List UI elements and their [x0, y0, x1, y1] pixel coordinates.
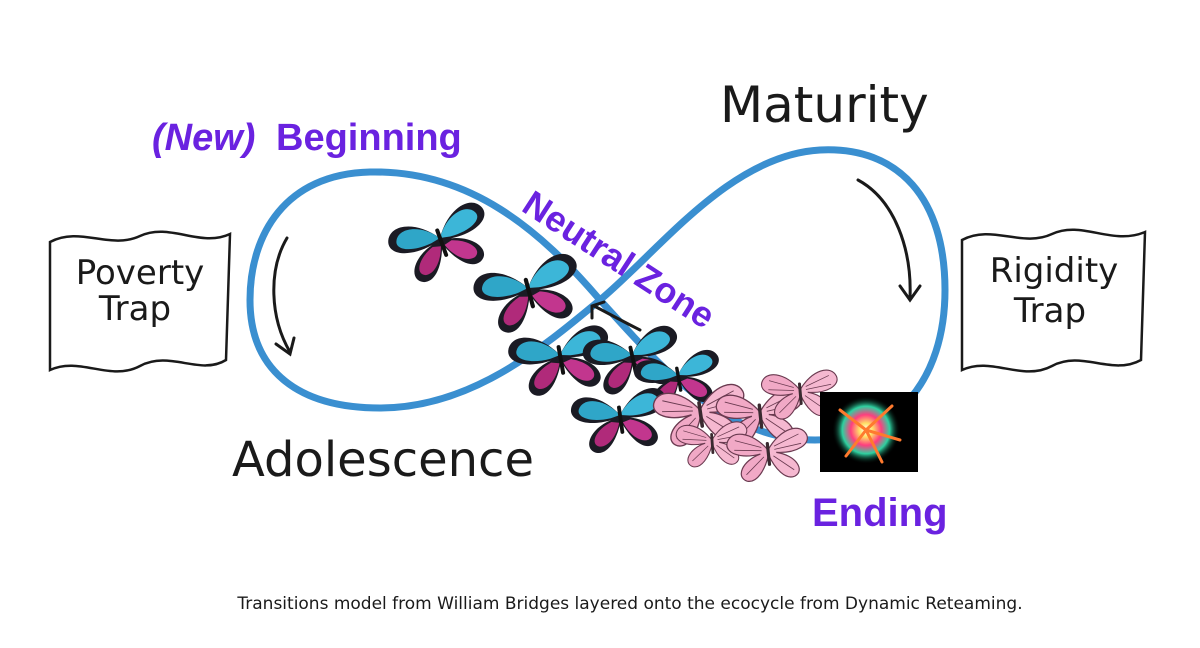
arrow-down-right-icon	[856, 178, 912, 300]
poverty-trap-banner	[48, 230, 232, 373]
arrow-head-left-icon	[274, 336, 296, 357]
maturity-label: Maturity	[720, 76, 929, 134]
direction-arrows	[272, 178, 922, 357]
poverty-trap-label-line1: Poverty	[76, 253, 205, 293]
arrow-head-middle-icon	[590, 300, 606, 320]
arrow-head-right-icon	[898, 284, 922, 303]
arrow-down-left-icon	[272, 236, 292, 354]
poverty-trap-label-line2: Trap	[98, 289, 171, 329]
adolescence-label: Adolescence	[232, 432, 534, 488]
new-beginning-label: (New) Beginning	[152, 117, 462, 159]
color-burst-icon	[820, 392, 918, 472]
figure-caption: Transitions model from William Bridges l…	[237, 594, 1023, 614]
rigidity-trap-label-line1: Rigidity	[990, 251, 1119, 291]
neutral-zone-label: Neutral Zone	[516, 182, 723, 336]
rigidity-trap-banner	[960, 228, 1147, 373]
arrow-up-middle-icon	[592, 304, 642, 332]
rigidity-trap-label-line2: Trap	[1013, 291, 1086, 331]
ending-label: Ending	[812, 491, 948, 535]
